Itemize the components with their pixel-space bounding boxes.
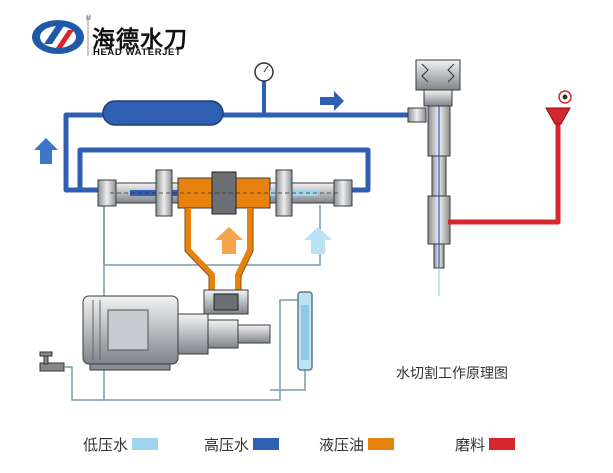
legend-label: 磨料 [455, 435, 486, 454]
abrasive-line [448, 90, 572, 225]
legend-swatch [132, 438, 159, 450]
legend-label: 低压水 [83, 435, 129, 454]
legend-swatch [489, 438, 516, 450]
brand-name-cn: 海德水刀 [92, 27, 188, 53]
brand-name-en: HEAD WATERJET [93, 47, 182, 58]
legend-item-abrasive: 磨料 [455, 434, 516, 454]
electric-motor [82, 295, 271, 371]
legend-swatch [368, 438, 395, 450]
accumulator [102, 100, 224, 126]
legend-swatch [253, 438, 280, 450]
water-tap-icon [39, 351, 73, 392]
legend-item-low-pressure: 低压水 [83, 434, 159, 454]
legend-label: 液压油 [319, 435, 365, 454]
logo-mark-icon [32, 20, 84, 54]
pressure-gauge-icon [254, 62, 274, 115]
registered-mark: ® [85, 14, 92, 22]
legend-item-hydraulic-oil: 液压油 [319, 434, 395, 454]
diagram-title: 水切割工作原理图 [396, 366, 508, 382]
legend-item-high-pressure: 高压水 [204, 434, 280, 454]
flow-arrow-icon [34, 91, 344, 254]
legend-label: 高压水 [204, 435, 250, 454]
high-pressure-loop [63, 112, 408, 193]
hydraulic-oil-lines [185, 208, 253, 292]
cutting-head [407, 59, 461, 296]
intensifier [97, 169, 353, 217]
